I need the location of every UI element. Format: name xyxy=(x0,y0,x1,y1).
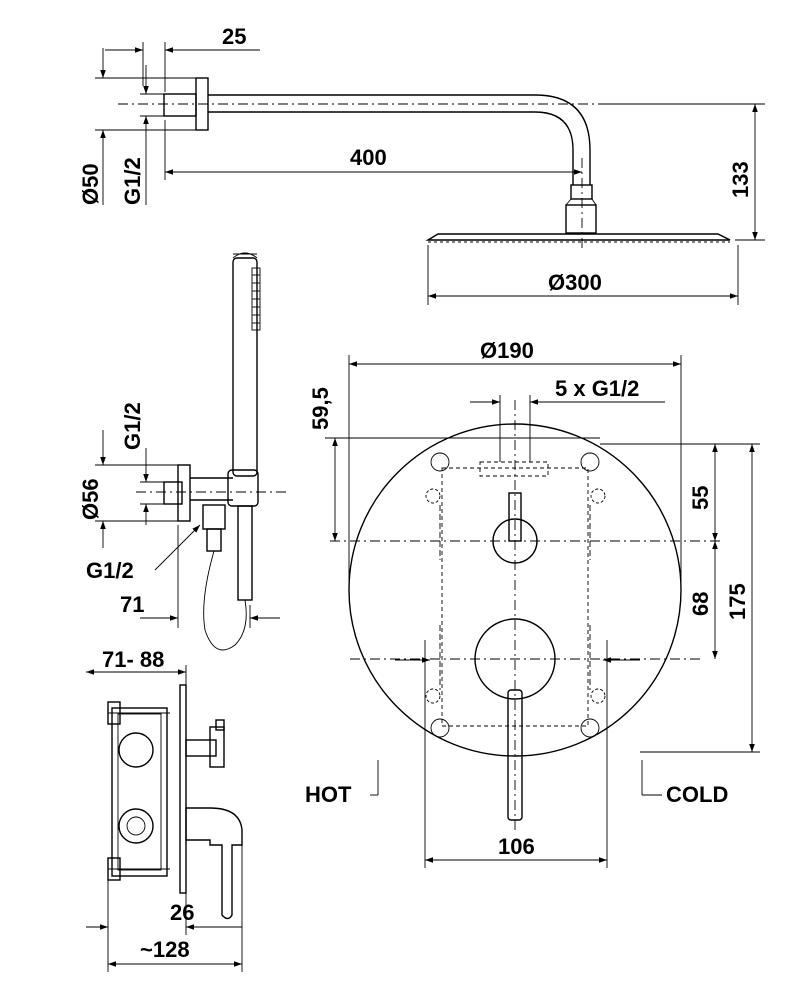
dim-handshower-projection: 71 xyxy=(120,592,144,617)
dim-plate-diameter: Ø190 xyxy=(480,338,534,363)
dim-top-offset: 59,5 xyxy=(308,387,333,430)
dim-total-height: 175 xyxy=(725,583,750,620)
label-cold: COLD xyxy=(666,782,728,807)
wall-outlet-flange xyxy=(177,464,191,522)
dim-head-drop: 133 xyxy=(728,161,753,198)
wall-outlet-nut xyxy=(163,481,183,505)
mixer-front-view: Ø190 5 x G1/2 59,5 55 68 175 HOT COLD xyxy=(305,338,760,868)
dim-overall-depth: ~128 xyxy=(140,937,190,962)
mixer-lever-side xyxy=(185,807,243,920)
handshower-view: Ø56 G1/2 G1/2 71 xyxy=(78,252,290,651)
dim-handshower-flange-diameter: Ø56 xyxy=(78,478,103,520)
diverter-port xyxy=(118,732,154,768)
swivel-body xyxy=(565,204,597,234)
dim-outlets: 5 x G1/2 xyxy=(555,376,639,401)
dim-inlet-spacing: 106 xyxy=(498,834,535,859)
swivel-nut xyxy=(570,184,593,200)
dim-body-depth-range: 71- 88 xyxy=(102,647,164,672)
mounting-lugs xyxy=(425,452,606,738)
shower-head xyxy=(425,233,731,241)
hose-connector xyxy=(202,504,226,530)
dim-lever-offset: 26 xyxy=(170,900,194,925)
handshower-handle xyxy=(232,257,258,477)
dim-upper-spacing: 55 xyxy=(688,486,713,510)
dim-handshower-thread-bottom: G1/2 xyxy=(86,558,134,583)
mixer-side-view: 71- 88 26 ~128 xyxy=(86,647,243,972)
dim-head-diameter: Ø300 xyxy=(548,270,602,295)
dim-handshower-thread-top: G1/2 xyxy=(120,402,145,450)
dim-arm-thread: G1/2 xyxy=(120,157,145,205)
arm-thread-connector xyxy=(163,93,197,117)
mounting-plate xyxy=(179,684,187,894)
mixer-port xyxy=(118,808,154,844)
label-hot: HOT xyxy=(305,782,352,807)
dim-lower-spacing: 68 xyxy=(688,592,713,616)
dim-arm-thread-offset: 25 xyxy=(222,24,246,49)
shower-arm xyxy=(208,94,591,185)
handshower-holder-leg xyxy=(237,505,253,601)
mixer-body xyxy=(111,707,168,877)
dim-wall-flange-diameter: Ø50 xyxy=(78,163,103,205)
hose xyxy=(203,550,247,651)
shower-arm-view: 25 Ø50 G1/2 400 133 Ø300 xyxy=(78,24,765,305)
dim-arm-length: 400 xyxy=(350,145,387,170)
